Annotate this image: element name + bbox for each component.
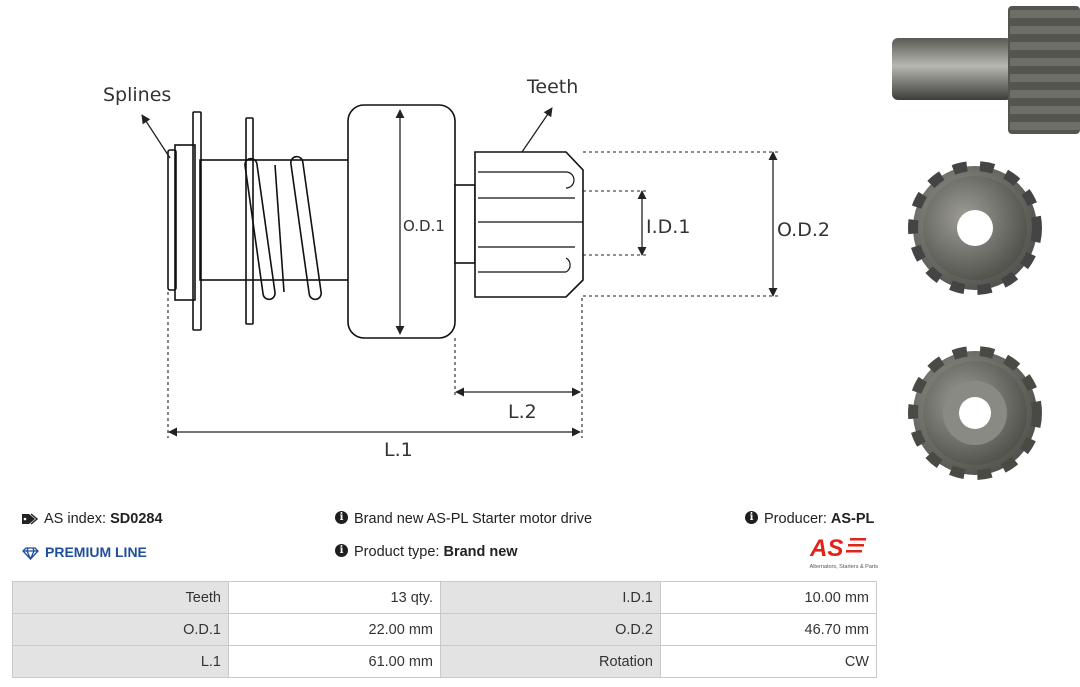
shaft-neck	[454, 184, 476, 264]
info-icon: i	[335, 544, 348, 558]
product-type-label: Product type:	[354, 544, 440, 560]
drive-hub	[174, 144, 196, 301]
logo-mark: AS	[809, 535, 843, 562]
spec-value: 61.00 mm	[228, 645, 441, 678]
as-index-value: SD0284	[110, 511, 163, 527]
table-row: O.D.1 22.00 mm O.D.2 46.70 mm	[12, 613, 877, 646]
photo-side-view	[892, 6, 1080, 134]
teeth-leader	[521, 107, 553, 153]
spec-label: O.D.2	[440, 613, 661, 646]
extension-lines	[167, 151, 778, 438]
tag-icon	[22, 513, 38, 525]
product-photos	[892, 6, 1080, 480]
spec-label: Rotation	[440, 645, 661, 678]
spec-label: O.D.1	[12, 613, 229, 646]
product-type-value: Brand new	[443, 544, 518, 560]
spec-label: Teeth	[12, 581, 229, 614]
spec-value: CW	[660, 645, 877, 678]
od1-label: O.D.1	[403, 217, 445, 235]
as-index: AS index: SD0284	[22, 511, 163, 527]
od2-label: O.D.2	[777, 219, 830, 241]
pinion-body	[474, 151, 584, 298]
photo-gear-back	[908, 346, 1042, 480]
flange-left	[192, 111, 202, 331]
technical-drawing: Splines Teeth O.D.1 I.D.1 O.D.2 L.2 L.1	[103, 76, 830, 461]
spec-value: 10.00 mm	[660, 581, 877, 614]
product-type: i Product type: Brand new	[335, 544, 518, 560]
teeth-label: Teeth	[526, 76, 578, 98]
flange-right	[245, 117, 254, 325]
spec-label: I.D.1	[440, 581, 661, 614]
pinion-teeth-lines	[478, 171, 583, 273]
info-icon: i	[335, 511, 348, 525]
table-row: L.1 61.00 mm Rotation CW	[12, 645, 877, 678]
id1-label: I.D.1	[646, 216, 690, 238]
spline-end	[167, 149, 177, 291]
splines-label: Splines	[103, 84, 171, 106]
as-index-label: AS index:	[44, 511, 107, 527]
spec-value: 22.00 mm	[228, 613, 441, 646]
sleeve	[199, 159, 351, 281]
photo-gear-front	[908, 161, 1042, 295]
diamond-icon	[22, 547, 39, 560]
spec-value: 13 qty.	[228, 581, 441, 614]
premium-line[interactable]: PREMIUM LINE	[22, 544, 147, 560]
as-pl-logo: AS Alternators, Starters & Parts	[809, 535, 879, 570]
table-row: Teeth 13 qty. I.D.1 10.00 mm	[12, 581, 877, 614]
specs-table: Teeth 13 qty. I.D.1 10.00 mm O.D.1 22.00…	[12, 581, 877, 678]
producer: i Producer: AS-PL	[745, 511, 874, 527]
l2-label: L.2	[508, 401, 537, 423]
producer-value: AS-PL	[830, 511, 875, 527]
info-icon: i	[745, 511, 758, 525]
premium-line-label: PREMIUM LINE	[45, 544, 147, 560]
spec-label: L.1	[12, 645, 229, 678]
l1-label: L.1	[384, 439, 413, 461]
spring	[244, 155, 322, 301]
splines-leader	[141, 114, 171, 159]
spec-value: 46.70 mm	[660, 613, 877, 646]
producer-label: Producer:	[764, 511, 827, 527]
logo-tagline: Alternators, Starters & Parts	[810, 564, 879, 570]
